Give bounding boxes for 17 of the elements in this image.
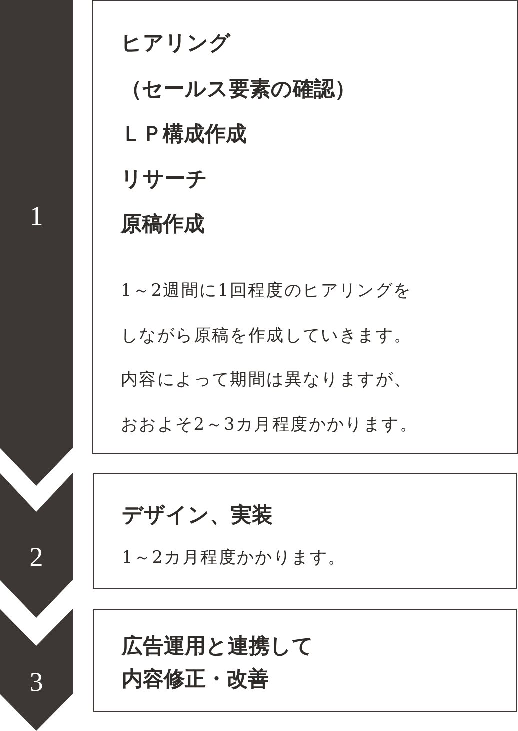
step-number: 2 <box>28 542 44 572</box>
step-heading: デザイン、実装 <box>122 502 273 529</box>
numbered-step-band <box>0 609 73 731</box>
step-number: 1 <box>28 201 44 231</box>
step-box <box>93 609 517 712</box>
step-description: 1～2週間に1回程度のヒアリングをしながら原稿を作成していきます。内容によって期間は異なりますが、おおよそ2～3カ月程度かかります。 <box>121 280 420 436</box>
step-heading: 原稿作成 <box>121 211 205 238</box>
step-box <box>92 0 518 454</box>
step-number: 3 <box>28 667 44 697</box>
step-box <box>93 473 517 589</box>
step-heading: ヒアリング <box>121 30 231 57</box>
step-heading: リサーチ <box>121 166 208 193</box>
step-heading: 広告運用と連携して内容修正・改善 <box>122 633 315 693</box>
step-description: 1～2カ月程度かかります。 <box>122 547 348 570</box>
step-heading: （セールス要素の確認） <box>121 76 356 103</box>
step-heading: ＬＰ構成作成 <box>121 121 247 148</box>
numbered-step-band <box>0 473 73 618</box>
